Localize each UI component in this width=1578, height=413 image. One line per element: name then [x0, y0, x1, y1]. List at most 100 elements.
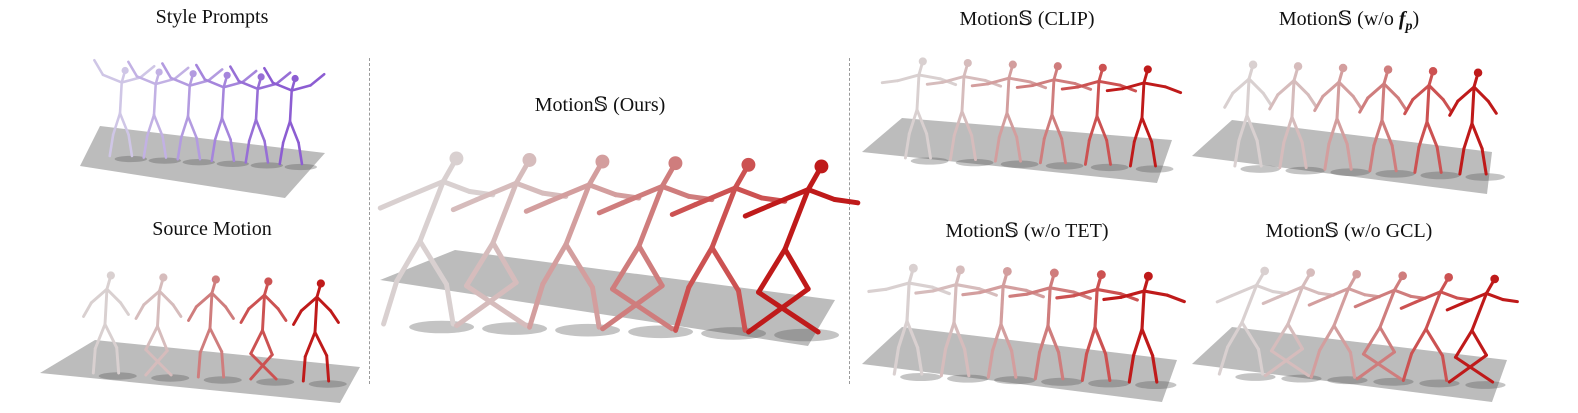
skeleton-figure	[669, 157, 788, 340]
skeleton-bone	[905, 319, 920, 350]
skeleton-bone	[254, 87, 259, 121]
skeleton-figure	[961, 266, 1045, 385]
skeleton-bone	[309, 72, 326, 87]
skeleton-figure	[914, 265, 998, 383]
skeleton-bone	[135, 75, 157, 86]
skeleton-bone	[1087, 114, 1099, 142]
skeleton-bone	[1060, 137, 1067, 165]
skeleton-bone	[118, 81, 123, 115]
skeleton-bone	[288, 89, 293, 123]
skeleton-bone	[1380, 118, 1394, 148]
skeleton-figure	[1307, 269, 1381, 385]
skeleton-bone	[1119, 289, 1146, 299]
skeleton-bone	[1050, 113, 1064, 141]
skeleton-head	[1444, 273, 1453, 282]
skeleton-bone	[1453, 355, 1495, 384]
skeleton-bone	[742, 203, 771, 219]
skeleton-bone	[1368, 143, 1376, 173]
skeleton-bone	[1083, 138, 1091, 166]
skeleton-bone	[1351, 94, 1363, 110]
skeleton-bone	[188, 79, 210, 87]
skeleton-bone	[169, 76, 191, 87]
skeleton-bone	[765, 187, 811, 209]
skeleton-bone	[1425, 120, 1439, 149]
figure-shadow	[900, 372, 942, 382]
skeleton-bone	[1276, 285, 1304, 299]
skeleton-bone	[954, 283, 981, 291]
skeleton-bone	[93, 58, 105, 77]
skeleton-bone	[1300, 285, 1321, 295]
skeleton-bone	[195, 63, 207, 81]
skeleton-bone	[1300, 140, 1308, 170]
skeleton-bone	[1382, 82, 1400, 100]
skeleton-bone	[925, 132, 932, 160]
skeleton-bone	[249, 353, 274, 381]
skeleton-bone	[948, 134, 956, 162]
skeleton-bone	[914, 289, 935, 295]
skeleton-bone	[1127, 353, 1136, 384]
skeleton-bone	[93, 322, 107, 351]
skeleton-bone	[1410, 327, 1428, 356]
skeleton-bone	[263, 66, 275, 85]
skeleton-bone	[782, 187, 811, 252]
skeleton-bone	[220, 350, 226, 379]
skeleton-bone	[154, 77, 176, 86]
skeleton-head	[189, 70, 197, 78]
skeleton-head	[1002, 266, 1012, 276]
skeleton-head	[264, 277, 273, 286]
skeleton-bone	[1095, 114, 1109, 142]
skeleton-bone	[990, 322, 1003, 353]
skeleton-bone	[288, 119, 300, 144]
skeleton-bone	[1438, 290, 1459, 300]
skeleton-figure	[1313, 63, 1370, 177]
skeleton-bone	[1366, 82, 1386, 100]
skeleton-bone	[905, 281, 911, 323]
skeleton-bone	[329, 309, 340, 324]
skeleton-bone	[208, 291, 214, 330]
skeleton-bone	[103, 287, 109, 326]
skeleton-bone	[101, 73, 123, 84]
skeleton-head	[1398, 271, 1407, 281]
divider-left	[369, 58, 370, 384]
figure-shadow	[1045, 162, 1084, 170]
figure-shadow	[1285, 166, 1325, 175]
skeleton-figure	[82, 271, 137, 380]
skeleton-bone	[417, 179, 446, 244]
skeleton-bone	[1150, 140, 1157, 168]
skeleton-bone	[1292, 79, 1310, 97]
skeleton-bone	[417, 238, 449, 287]
figure-shadow	[1041, 377, 1083, 386]
skeleton-bone	[1440, 354, 1449, 382]
skeleton-bone	[1462, 121, 1474, 151]
figure-shadow	[1090, 163, 1129, 172]
skeleton-bone	[239, 307, 251, 324]
skeleton-bone	[610, 243, 642, 292]
skeleton-bone	[394, 238, 423, 284]
skeleton-bone	[1484, 291, 1505, 302]
skeleton-bone	[1318, 324, 1336, 352]
skeleton-bone	[1424, 290, 1442, 331]
skeleton-bone	[915, 345, 924, 376]
skeleton-bone	[196, 351, 202, 379]
skeleton-bone	[1286, 285, 1304, 326]
skeleton-bone	[313, 295, 319, 334]
skeleton-bone	[1417, 120, 1429, 149]
skeleton-bone	[171, 303, 183, 318]
skeleton-bone	[1093, 287, 1099, 330]
skeleton-bone	[673, 284, 692, 333]
skeleton-bone	[1368, 288, 1396, 303]
figure-shadow	[1135, 165, 1174, 173]
skeleton-bone	[229, 65, 241, 83]
skeleton-bone	[1237, 113, 1249, 143]
skeleton-bone	[1163, 85, 1183, 95]
skeleton-bone	[1261, 295, 1280, 306]
skeleton-bone	[907, 108, 919, 136]
skeleton-bone	[1247, 77, 1265, 95]
skeleton-bone	[1335, 80, 1341, 121]
skeleton-bone	[490, 240, 519, 286]
skeleton-bone	[1353, 298, 1372, 309]
skeleton-bone	[636, 183, 665, 249]
figure-shadow	[1465, 381, 1506, 389]
skeleton-bone	[1309, 348, 1322, 379]
skeleton-bone	[1240, 320, 1261, 351]
